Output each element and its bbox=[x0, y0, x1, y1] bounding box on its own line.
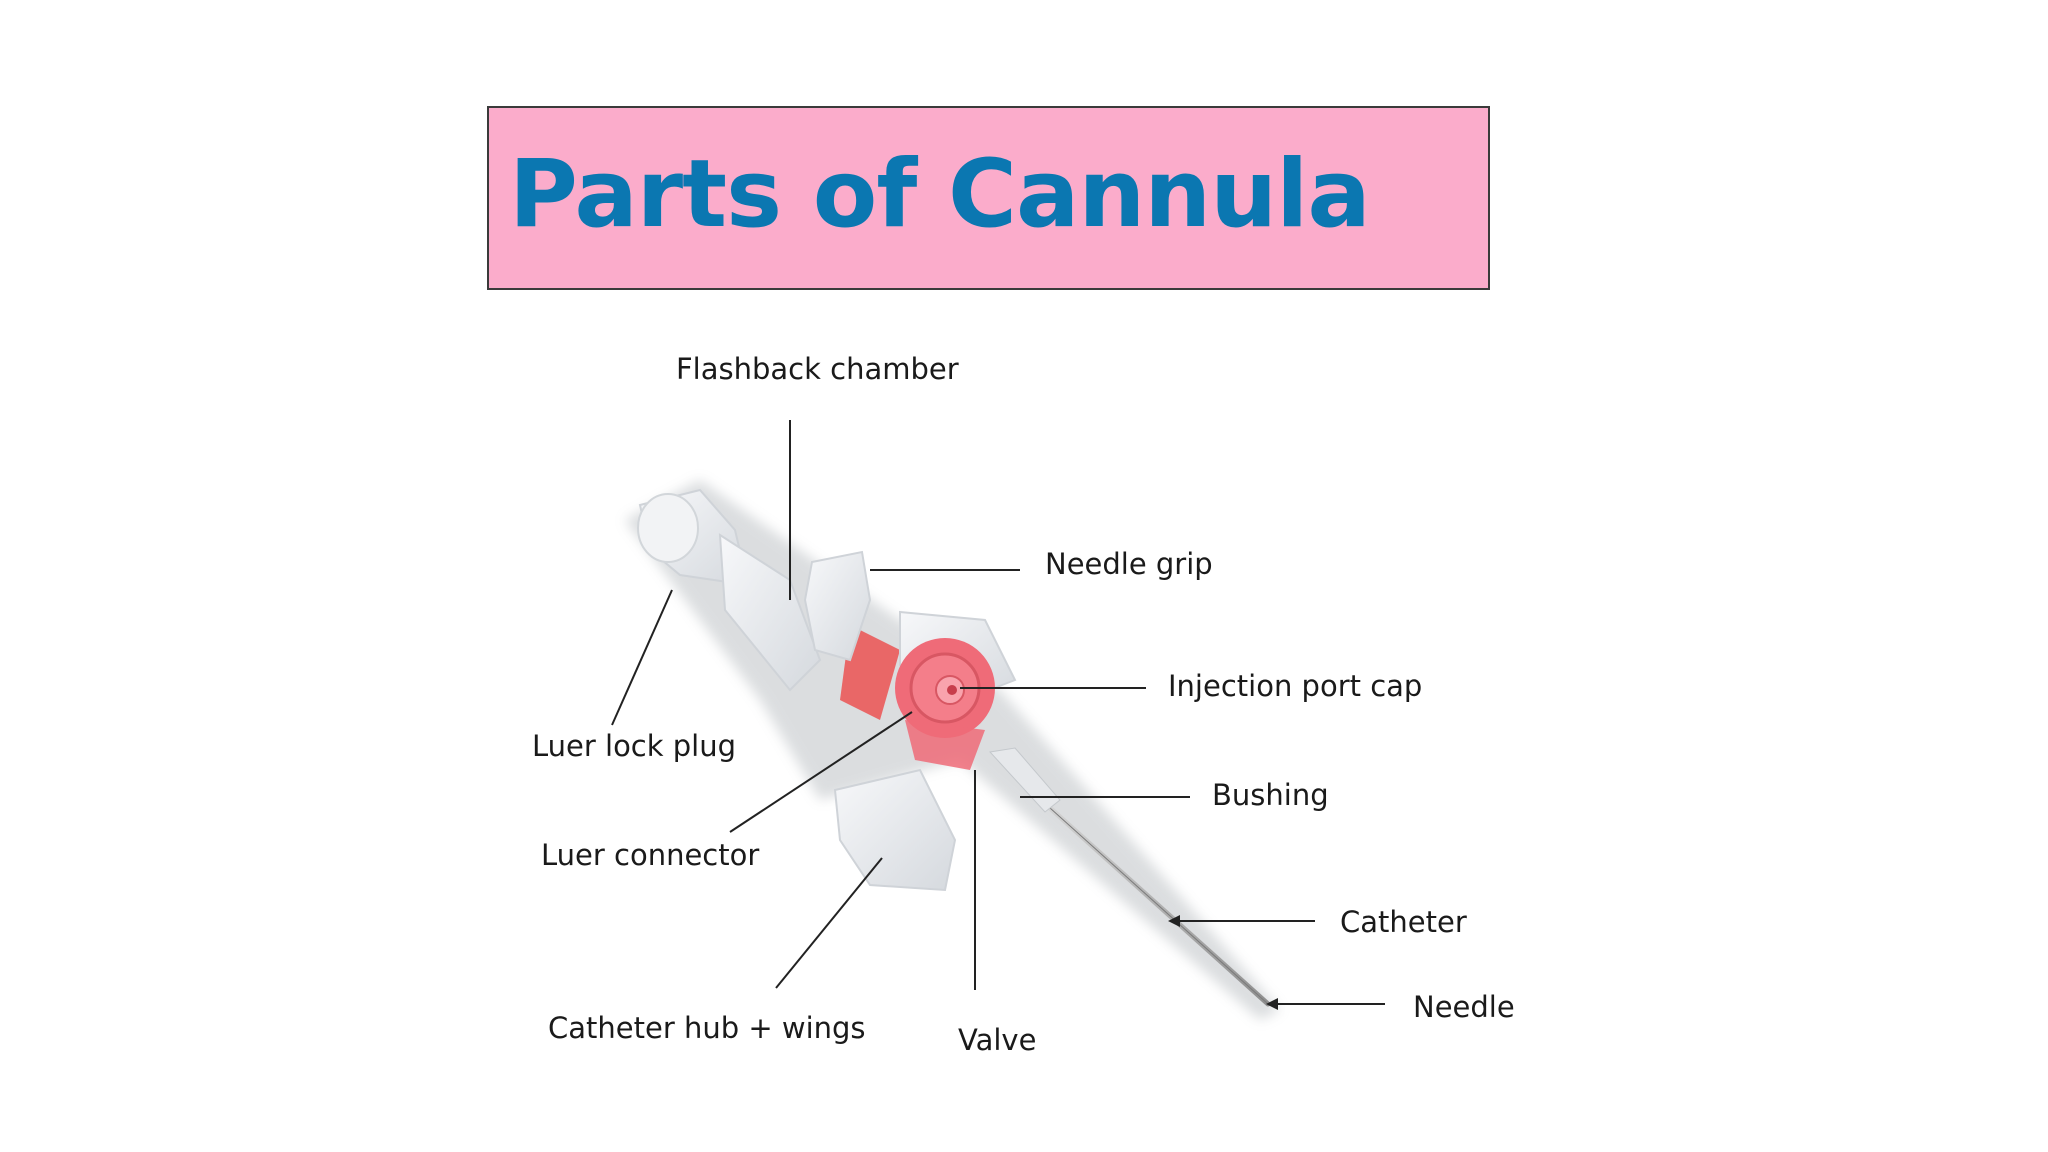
label-needle: Needle bbox=[1413, 993, 1515, 1022]
label-luer-lock-plug: Luer lock plug bbox=[532, 732, 736, 761]
label-catheter: Catheter bbox=[1340, 908, 1467, 937]
needle-shaft bbox=[1030, 790, 1268, 1004]
leader-catheter-hub-wings bbox=[776, 858, 882, 988]
label-needle-grip: Needle grip bbox=[1045, 550, 1213, 579]
label-catheter-hub-wings: Catheter hub + wings bbox=[548, 1014, 866, 1043]
label-flashback-chamber: Flashback chamber bbox=[676, 355, 959, 384]
label-injection-port-cap: Injection port cap bbox=[1168, 672, 1422, 701]
leader-luer-lock-plug bbox=[612, 590, 672, 725]
label-luer-connector: Luer connector bbox=[541, 841, 759, 870]
label-valve: Valve bbox=[958, 1026, 1036, 1055]
label-bushing: Bushing bbox=[1212, 781, 1329, 810]
